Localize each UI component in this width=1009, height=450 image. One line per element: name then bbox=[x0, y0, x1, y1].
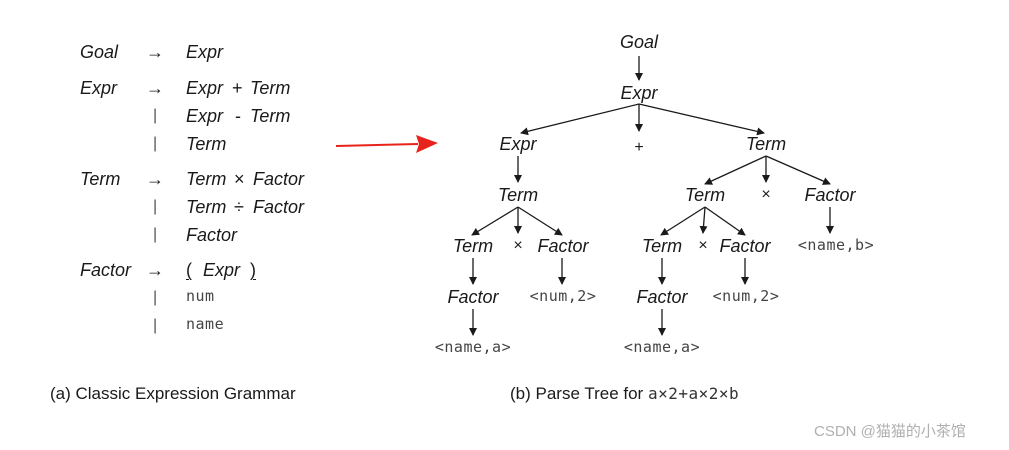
production-symbol: Term bbox=[250, 106, 291, 126]
production-terminal-name: name bbox=[186, 315, 225, 333]
tree-node-goal: Goal bbox=[619, 32, 659, 52]
alternative-separator: | bbox=[153, 289, 158, 306]
production-operator: ÷ bbox=[234, 197, 244, 217]
production-symbol: Term bbox=[186, 169, 227, 189]
production-operator: + bbox=[232, 78, 243, 98]
production-symbol: Term bbox=[186, 134, 227, 154]
tree-node-expr: Expr bbox=[620, 83, 658, 103]
caption-parse-tree-label: (b) Parse Tree for bbox=[510, 384, 648, 403]
production-terminal-lparen: ( bbox=[186, 260, 192, 280]
production-symbol: Factor bbox=[253, 169, 305, 189]
tree-node-term: Term bbox=[452, 236, 494, 256]
tree-node-term: Term bbox=[684, 185, 726, 205]
rule-arrow: → bbox=[146, 42, 164, 62]
tree-node-times: × bbox=[698, 237, 708, 254]
alternative-separator: | bbox=[153, 107, 158, 124]
tree-node-plus: + bbox=[634, 139, 644, 156]
tree-node-term: Term bbox=[745, 134, 787, 154]
tree-node-term: Term bbox=[497, 185, 539, 205]
tree-node-expr: Expr bbox=[499, 134, 537, 154]
rule-arrow: → bbox=[146, 78, 164, 98]
watermark: CSDN @猫猫的小茶馆 bbox=[814, 423, 966, 440]
tree-node-factor: Factor bbox=[447, 287, 499, 307]
production-terminal-rparen: ) bbox=[250, 260, 256, 280]
production-symbol: Term bbox=[186, 197, 227, 217]
tree-node-times: × bbox=[761, 186, 771, 203]
production-symbol: Expr bbox=[186, 78, 224, 98]
rule-lhs-factor: Factor bbox=[80, 260, 132, 280]
tree-leaf-num-2: <num,2> bbox=[529, 287, 597, 305]
alternative-separator: | bbox=[153, 317, 158, 334]
production-symbol: Factor bbox=[186, 225, 238, 245]
caption-parse-tree: (b) Parse Tree for a×2+a×2×b bbox=[510, 385, 739, 402]
tree-leaf-name-b: <name,b> bbox=[797, 236, 875, 254]
tree-node-factor: Factor bbox=[719, 236, 771, 256]
production-symbol: Term bbox=[250, 78, 291, 98]
rule-arrow: → bbox=[146, 260, 164, 280]
tree-node-times: × bbox=[513, 237, 523, 254]
tree-leaf-num-2: <num,2> bbox=[712, 287, 780, 305]
alternative-separator: | bbox=[153, 135, 158, 152]
alternative-separator: | bbox=[153, 226, 158, 243]
production-symbol: Expr bbox=[186, 106, 224, 126]
tree-node-term: Term bbox=[641, 236, 683, 256]
production-terminal-num: num bbox=[186, 287, 215, 305]
rule-lhs-term: Term bbox=[80, 169, 121, 189]
tree-node-factor: Factor bbox=[804, 185, 856, 205]
production-operator: - bbox=[235, 106, 241, 126]
tree-leaf-name-a: <name,a> bbox=[434, 338, 512, 356]
tree-leaf-name-a: <name,a> bbox=[623, 338, 701, 356]
production-symbol: Expr bbox=[203, 260, 241, 280]
alternative-separator: | bbox=[153, 198, 158, 215]
tree-node-factor: Factor bbox=[636, 287, 688, 307]
rule-lhs-goal: Goal bbox=[80, 42, 119, 62]
production-symbol: Factor bbox=[253, 197, 305, 217]
production-operator: × bbox=[234, 169, 245, 189]
rule-arrow: → bbox=[146, 169, 164, 189]
pointer-arrow bbox=[335, 135, 438, 153]
rule-lhs-expr: Expr bbox=[80, 78, 118, 98]
production-symbol: Expr bbox=[186, 42, 224, 62]
caption-grammar: (a) Classic Expression Grammar bbox=[50, 384, 296, 403]
caption-expression: a×2+a×2×b bbox=[647, 384, 740, 403]
tree-node-factor: Factor bbox=[537, 236, 589, 256]
